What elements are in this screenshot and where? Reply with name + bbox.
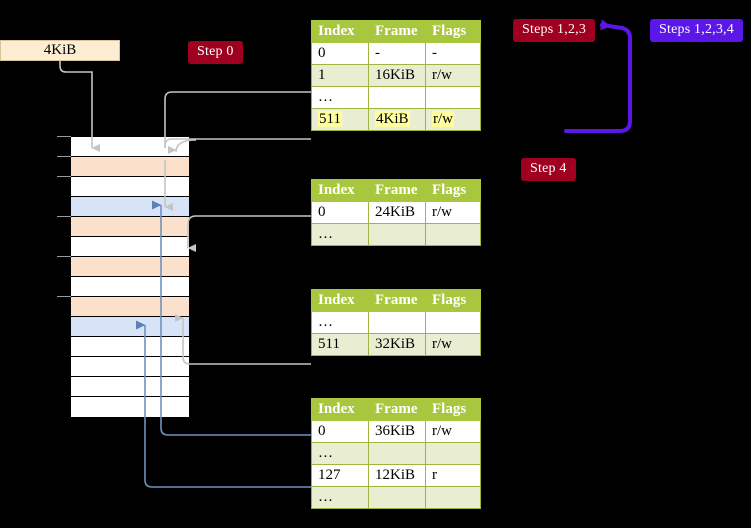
cell-index: … bbox=[311, 223, 369, 246]
column-header-frame: Frame bbox=[368, 179, 426, 202]
column-header-index: Index bbox=[311, 179, 369, 202]
cell-frame: 32KiB bbox=[368, 333, 426, 356]
cell-index: 1 bbox=[311, 64, 369, 87]
memory-row bbox=[71, 157, 189, 177]
table-row[interactable]: … bbox=[311, 442, 481, 465]
physical-memory-grid bbox=[70, 136, 190, 417]
memory-row bbox=[71, 217, 189, 237]
cell-frame: 12KiB bbox=[368, 464, 426, 487]
table-row[interactable]: 1 16KiB r/w bbox=[311, 64, 481, 87]
cell-frame bbox=[368, 486, 426, 509]
column-header-index: Index bbox=[311, 20, 369, 43]
table-row[interactable]: … bbox=[311, 311, 481, 334]
cell-flags-text: r/w bbox=[432, 111, 454, 127]
cell-flags: r/w bbox=[425, 420, 481, 443]
page-table-2: Index Frame Flags 0 24KiB r/w … bbox=[311, 179, 481, 246]
cell-frame bbox=[368, 86, 426, 109]
memory-row bbox=[71, 297, 189, 317]
table-row[interactable]: 0 36KiB r/w bbox=[311, 420, 481, 443]
cell-index: 511 bbox=[311, 108, 369, 131]
table-row[interactable]: 0 24KiB r/w bbox=[311, 201, 481, 224]
cell-flags: r/w bbox=[425, 201, 481, 224]
cell-frame: - bbox=[368, 42, 426, 65]
grid-tick bbox=[57, 216, 71, 217]
memory-row bbox=[71, 317, 189, 337]
cell-index: 0 bbox=[311, 420, 369, 443]
wire-table2-row0 bbox=[187, 215, 311, 252]
column-header-flags: Flags bbox=[425, 289, 481, 312]
memory-row bbox=[71, 397, 189, 417]
table-row[interactable]: 0 - - bbox=[311, 42, 481, 65]
cell-flags: r/w bbox=[425, 333, 481, 356]
page-table-4: Index Frame Flags 0 36KiB r/w … 127 12Ki… bbox=[311, 398, 481, 509]
badge-step-4: Step 4 bbox=[521, 158, 576, 181]
cell-flags bbox=[425, 223, 481, 246]
cell-index: 511 bbox=[311, 333, 369, 356]
table-row-highlighted[interactable]: 511 4KiB r/w bbox=[311, 108, 481, 131]
badge-steps-1-2-3: Steps 1,2,3 bbox=[513, 19, 596, 42]
cell-flags: r bbox=[425, 464, 481, 487]
column-header-flags: Flags bbox=[425, 398, 481, 421]
badge-steps-1-2-3-4: Steps 1,2,3,4 bbox=[650, 19, 743, 42]
memory-row bbox=[71, 137, 189, 157]
cell-index: 127 bbox=[311, 464, 369, 487]
cell-index: … bbox=[311, 311, 369, 334]
column-header-frame: Frame bbox=[368, 398, 426, 421]
cell-frame bbox=[368, 311, 426, 334]
cell-flags bbox=[425, 311, 481, 334]
grid-tick bbox=[57, 156, 71, 157]
grid-tick bbox=[57, 136, 71, 137]
column-header-flags: Flags bbox=[425, 20, 481, 43]
cell-frame: 4KiB bbox=[368, 108, 426, 131]
memory-row bbox=[71, 277, 189, 297]
table-row[interactable]: … bbox=[311, 223, 481, 246]
column-header-index: Index bbox=[311, 398, 369, 421]
memory-row bbox=[71, 177, 189, 197]
grid-tick bbox=[57, 176, 71, 177]
cell-flags: r/w bbox=[425, 108, 481, 131]
wire-kib-to-memory bbox=[59, 61, 100, 152]
page-table-1: Index Frame Flags 0 - - 1 16KiB r/w … 51… bbox=[311, 20, 481, 131]
cell-frame bbox=[368, 223, 426, 246]
memory-row bbox=[71, 377, 189, 397]
column-header-frame: Frame bbox=[368, 289, 426, 312]
cell-index: 0 bbox=[311, 201, 369, 224]
grid-tick bbox=[57, 296, 71, 297]
cell-index: … bbox=[311, 86, 369, 109]
cell-flags bbox=[425, 486, 481, 509]
memory-row bbox=[71, 357, 189, 377]
memory-row bbox=[71, 337, 189, 357]
column-header-index: Index bbox=[311, 289, 369, 312]
memory-size-box: 4KiB bbox=[0, 40, 120, 61]
cell-flags bbox=[425, 86, 481, 109]
wire-table3-row511 bbox=[175, 314, 311, 365]
table-row[interactable]: … bbox=[311, 486, 481, 509]
cell-index: … bbox=[311, 486, 369, 509]
table-row[interactable]: … bbox=[311, 86, 481, 109]
table-row[interactable]: 511 32KiB r/w bbox=[311, 333, 481, 356]
badge-step-0: Step 0 bbox=[188, 41, 243, 64]
memory-row bbox=[71, 257, 189, 277]
page-table-3: Index Frame Flags … 511 32KiB r/w bbox=[311, 289, 481, 356]
cell-flags: r/w bbox=[425, 64, 481, 87]
grid-tick bbox=[57, 256, 71, 257]
cell-frame-text: 4KiB bbox=[375, 111, 410, 127]
cell-frame: 36KiB bbox=[368, 420, 426, 443]
cell-flags: - bbox=[425, 42, 481, 65]
column-header-flags: Flags bbox=[425, 179, 481, 202]
memory-row bbox=[71, 197, 189, 217]
cell-index-text: 511 bbox=[318, 111, 342, 127]
cell-frame: 16KiB bbox=[368, 64, 426, 87]
cell-frame bbox=[368, 442, 426, 465]
memory-row bbox=[71, 237, 189, 257]
table-row[interactable]: 127 12KiB r bbox=[311, 464, 481, 487]
cell-index: 0 bbox=[311, 42, 369, 65]
cell-flags bbox=[425, 442, 481, 465]
cell-frame: 24KiB bbox=[368, 201, 426, 224]
cell-index: … bbox=[311, 442, 369, 465]
column-header-frame: Frame bbox=[368, 20, 426, 43]
